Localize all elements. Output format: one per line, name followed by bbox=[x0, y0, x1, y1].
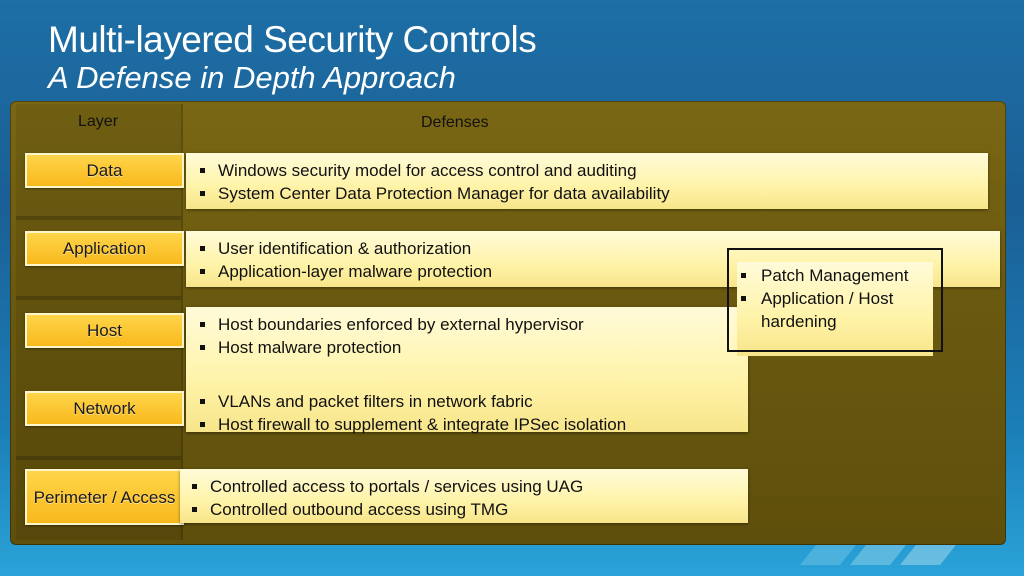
slide-subtitle: A Defense in Depth Approach bbox=[48, 60, 456, 95]
row-divider bbox=[16, 296, 181, 300]
list-item: Patch Management bbox=[737, 264, 933, 287]
layer-label-perimeter: Perimeter / Access bbox=[25, 469, 184, 525]
row-divider bbox=[16, 456, 181, 460]
defense-box-data bbox=[186, 153, 988, 209]
defense-list-application: User identification & authorization Appl… bbox=[194, 237, 492, 283]
list-item: Controlled outbound access using TMG bbox=[186, 498, 583, 521]
layer-label-data: Data bbox=[25, 153, 184, 188]
list-item: Windows security model for access contro… bbox=[194, 159, 670, 182]
list-item: System Center Data Protection Manager fo… bbox=[194, 182, 670, 205]
defense-box-host-network bbox=[186, 307, 748, 432]
list-item: Controlled access to portals / services … bbox=[186, 475, 583, 498]
list-item: Host firewall to supplement & integrate … bbox=[194, 413, 626, 436]
defenses-column-header: Defenses bbox=[421, 114, 489, 131]
patch-list: Patch Management Application / Host hard… bbox=[737, 264, 933, 333]
row-divider bbox=[16, 216, 181, 220]
defense-list-data: Windows security model for access contro… bbox=[194, 159, 670, 205]
defense-list-perimeter: Controlled access to portals / services … bbox=[186, 475, 583, 521]
list-item: User identification & authorization bbox=[194, 237, 492, 260]
layer-label-application: Application bbox=[25, 231, 184, 266]
layer-label-host: Host bbox=[25, 313, 184, 348]
patch-box-outline bbox=[727, 248, 943, 352]
defense-box-perimeter bbox=[180, 469, 748, 523]
defense-list-host: Host boundaries enforced by external hyp… bbox=[194, 313, 584, 359]
layer-column-header: Layer bbox=[78, 113, 119, 130]
list-item: VLANs and packet filters in network fabr… bbox=[194, 390, 626, 413]
slide-title: Multi-layered Security Controls bbox=[48, 19, 537, 60]
patch-box-fill bbox=[737, 262, 933, 356]
list-item: Application / Host hardening bbox=[737, 287, 933, 333]
list-item: Application-layer malware protection bbox=[194, 260, 492, 283]
list-item: Host boundaries enforced by external hyp… bbox=[194, 313, 584, 336]
layer-label-network: Network bbox=[25, 391, 184, 426]
defense-list-network: VLANs and packet filters in network fabr… bbox=[194, 390, 626, 436]
list-item: Host malware protection bbox=[194, 336, 584, 359]
